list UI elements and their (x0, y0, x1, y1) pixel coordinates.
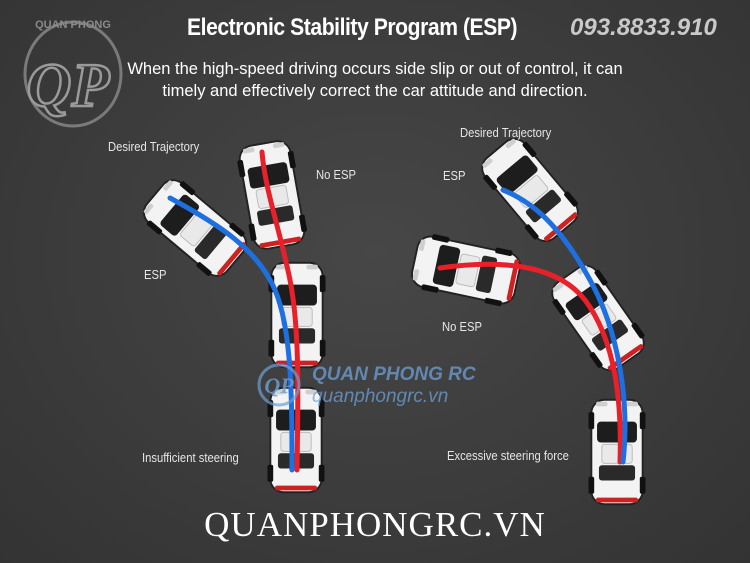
svg-text:QP: QP (264, 373, 294, 398)
label-caption-right: Excessive steering force (447, 449, 569, 463)
car-no-esp-left (233, 137, 311, 253)
watermark-logo-icon: QP (257, 363, 301, 407)
label-desired-right: Desired Trajectory (460, 126, 552, 140)
phone-number: 093.8833.910 (570, 14, 717, 41)
watermark-brand: QUAN PHONG RC (312, 364, 476, 385)
car-no-esp-right (408, 230, 524, 310)
watermark-url: quanphongrc.vn (312, 386, 449, 407)
no-esp-path-left (259, 149, 301, 473)
label-no-esp-left: No ESP (316, 168, 357, 182)
car-esp-right (473, 130, 587, 250)
car-esp-left (135, 171, 255, 285)
label-no-esp-right: No ESP (442, 320, 483, 334)
esp-path-right (500, 187, 628, 465)
quan-phong-logo: QUAN PHONG QP (23, 19, 123, 128)
page-title: Electronic Stability Program (ESP) (187, 14, 518, 41)
label-esp-right: ESP (443, 169, 466, 183)
svg-text:QP: QP (27, 52, 111, 120)
label-desired-left: Desired Trajectory (108, 140, 200, 154)
description: When the high-speed driving occurs side … (127, 60, 623, 100)
no-esp-path-right (437, 261, 623, 465)
esp-path-left (167, 195, 295, 473)
label-caption-left: Insufficient steering (142, 451, 239, 465)
footer-site: QUANPHONGRC.VN (204, 505, 546, 544)
label-esp-left: ESP (144, 268, 167, 282)
svg-text:QUAN PHONG: QUAN PHONG (35, 19, 111, 31)
